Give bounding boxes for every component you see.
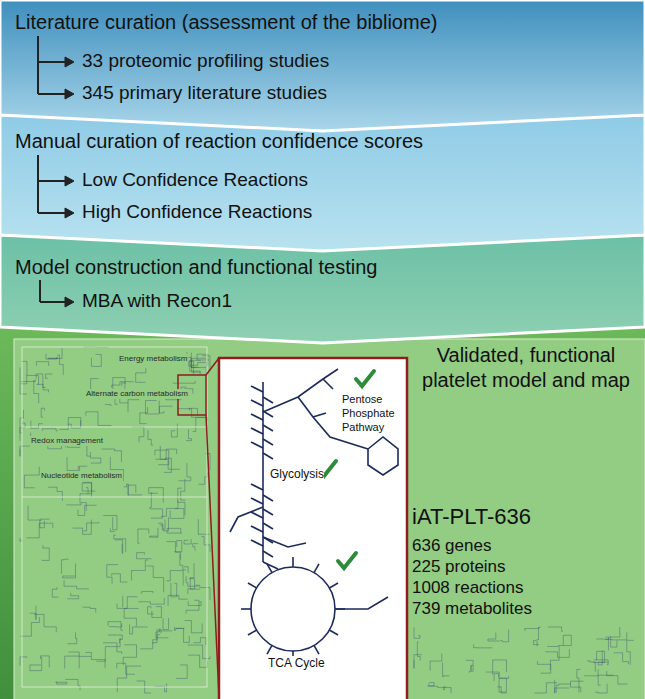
pathway-label: Glycolysis bbox=[270, 467, 324, 482]
model-stat: 739 metabolites bbox=[412, 598, 640, 619]
zoom-inset: Pentose Phosphate PathwayGlycolysisTCA C… bbox=[218, 357, 408, 699]
step-heading: Literature curation (assessment of the b… bbox=[15, 10, 625, 35]
model-name: iAT-PLT-636 bbox=[412, 503, 640, 531]
step-item: MBA with Recon1 bbox=[82, 289, 622, 313]
step-item: Low Confidence Reactions bbox=[82, 168, 622, 192]
step-item: High Confidence Reactions bbox=[82, 200, 622, 224]
step-heading: Model construction and functional testin… bbox=[15, 255, 625, 280]
model-stat: 636 genes bbox=[412, 535, 640, 556]
pathway-label: TCA Cycle bbox=[268, 656, 325, 671]
model-stat: 1008 reactions bbox=[412, 577, 640, 598]
process-band: Literature curation (assessment of the b… bbox=[0, 0, 645, 115]
result-heading: Validated, functional platelet model and… bbox=[410, 343, 642, 393]
step-item: 33 proteomic profiling studies bbox=[82, 49, 622, 73]
step-heading: Manual curation of reaction confidence s… bbox=[15, 129, 625, 154]
step-item: 345 primary literature studies bbox=[82, 81, 622, 105]
result-band: Validated, functional platelet model and… bbox=[0, 327, 645, 699]
process-band: Manual curation of reaction confidence s… bbox=[0, 115, 645, 235]
pathway-label: Pentose Phosphate Pathway bbox=[342, 393, 404, 434]
model-stat: 225 proteins bbox=[412, 556, 640, 577]
